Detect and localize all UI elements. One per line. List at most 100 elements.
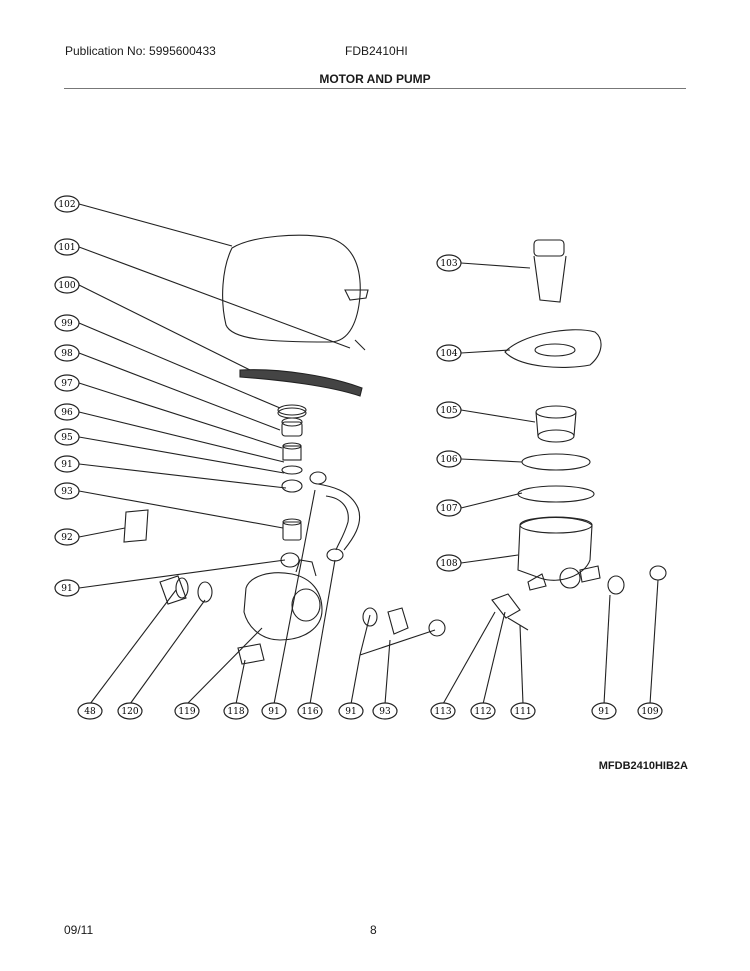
callout-label: 91 xyxy=(61,460,72,470)
callout-label: 91 xyxy=(345,707,356,717)
callout-label: 98 xyxy=(61,349,73,359)
callout-93: 93 xyxy=(54,482,80,500)
callout-bubble xyxy=(430,702,456,720)
callout-label: 91 xyxy=(598,707,609,717)
callout-104: 104 xyxy=(436,344,462,362)
callout-bubble xyxy=(510,702,536,720)
callout-bubble xyxy=(436,499,462,517)
callout-bubble xyxy=(297,702,323,720)
callout-bubble xyxy=(117,702,143,720)
callout-bubble xyxy=(436,450,462,468)
callout-92: 92 xyxy=(54,528,80,546)
callout-label: 101 xyxy=(58,243,75,253)
callout-bubble xyxy=(54,528,80,546)
revision-date: 09/11 xyxy=(64,923,94,937)
callout-bubble xyxy=(223,702,249,720)
callout-bubble xyxy=(54,195,80,213)
callout-107: 107 xyxy=(436,499,462,517)
callout-91: 91 xyxy=(54,455,80,473)
callout-label: 93 xyxy=(379,707,391,717)
callout-bubble xyxy=(174,702,200,720)
callout-label: 107 xyxy=(440,504,457,514)
callout-bubble xyxy=(470,702,496,720)
callout-bubble xyxy=(77,702,103,720)
callout-bubble xyxy=(436,254,462,272)
callout-bubble xyxy=(54,455,80,473)
callout-119: 119 xyxy=(174,702,200,720)
callout-99: 99 xyxy=(54,314,80,332)
callout-label: 103 xyxy=(440,259,457,269)
callout-label: 97 xyxy=(61,379,73,389)
callout-118: 118 xyxy=(223,702,249,720)
callout-91: 91 xyxy=(591,702,617,720)
callout-102: 102 xyxy=(54,195,80,213)
callout-109: 109 xyxy=(637,702,663,720)
callout-label: 95 xyxy=(61,433,73,443)
callout-label: 93 xyxy=(61,487,73,497)
callout-112: 112 xyxy=(470,702,496,720)
callout-label: 102 xyxy=(58,200,75,210)
callout-bubble xyxy=(54,403,80,421)
callout-bubble xyxy=(436,554,462,572)
callout-label: 112 xyxy=(474,707,491,717)
callout-label: 116 xyxy=(301,707,318,717)
header-rule xyxy=(64,88,686,89)
callout-111: 111 xyxy=(510,702,536,720)
callout-101: 101 xyxy=(54,238,80,256)
callout-label: 91 xyxy=(61,584,72,594)
callout-bubble xyxy=(591,702,617,720)
section-title: MOTOR AND PUMP xyxy=(319,72,431,86)
callout-98: 98 xyxy=(54,344,80,362)
publication-number: Publication No: 5995600433 xyxy=(65,44,216,58)
callout-bubble xyxy=(54,238,80,256)
callout-bubble xyxy=(338,702,364,720)
callout-label: 119 xyxy=(178,707,195,717)
callout-106: 106 xyxy=(436,450,462,468)
callout-label: 120 xyxy=(121,707,138,717)
callout-bubble xyxy=(54,428,80,446)
callout-bubble xyxy=(436,401,462,419)
callout-91: 91 xyxy=(338,702,364,720)
callout-105: 105 xyxy=(436,401,462,419)
callout-93: 93 xyxy=(372,702,398,720)
callout-label: 109 xyxy=(641,707,658,717)
callout-bubble xyxy=(261,702,287,720)
callout-label: 92 xyxy=(61,533,72,543)
callout-label: 48 xyxy=(84,707,96,717)
callout-120: 120 xyxy=(117,702,143,720)
callout-bubble xyxy=(54,314,80,332)
callout-bubble xyxy=(372,702,398,720)
callout-label: 118 xyxy=(227,707,244,717)
callout-96: 96 xyxy=(54,403,80,421)
callout-label: 96 xyxy=(61,408,73,418)
callout-97: 97 xyxy=(54,374,80,392)
callout-91: 91 xyxy=(261,702,287,720)
page-number: 8 xyxy=(370,923,377,937)
callout-label: 113 xyxy=(434,707,451,717)
callout-label: 100 xyxy=(58,281,75,291)
callout-label: 108 xyxy=(440,559,457,569)
callout-bubble xyxy=(54,374,80,392)
figure-id: MFDB2410HIB2A xyxy=(598,760,688,772)
callout-bubble xyxy=(54,482,80,500)
model-number: FDB2410HI xyxy=(345,44,408,58)
callout-label: 105 xyxy=(440,406,457,416)
callout-label: 104 xyxy=(440,349,457,359)
callout-label: 91 xyxy=(268,707,279,717)
callout-103: 103 xyxy=(436,254,462,272)
callout-bubble xyxy=(54,276,80,294)
callout-bubble xyxy=(54,579,80,597)
callout-100: 100 xyxy=(54,276,80,294)
callout-48: 48 xyxy=(77,702,103,720)
callout-113: 113 xyxy=(430,702,456,720)
callout-116: 116 xyxy=(297,702,323,720)
callout-95: 95 xyxy=(54,428,80,446)
callout-108: 108 xyxy=(436,554,462,572)
callout-bubble xyxy=(54,344,80,362)
callout-label: 111 xyxy=(514,707,531,717)
callout-label: 99 xyxy=(61,319,73,329)
callout-91: 91 xyxy=(54,579,80,597)
callout-bubble xyxy=(436,344,462,362)
callout-bubble xyxy=(637,702,663,720)
